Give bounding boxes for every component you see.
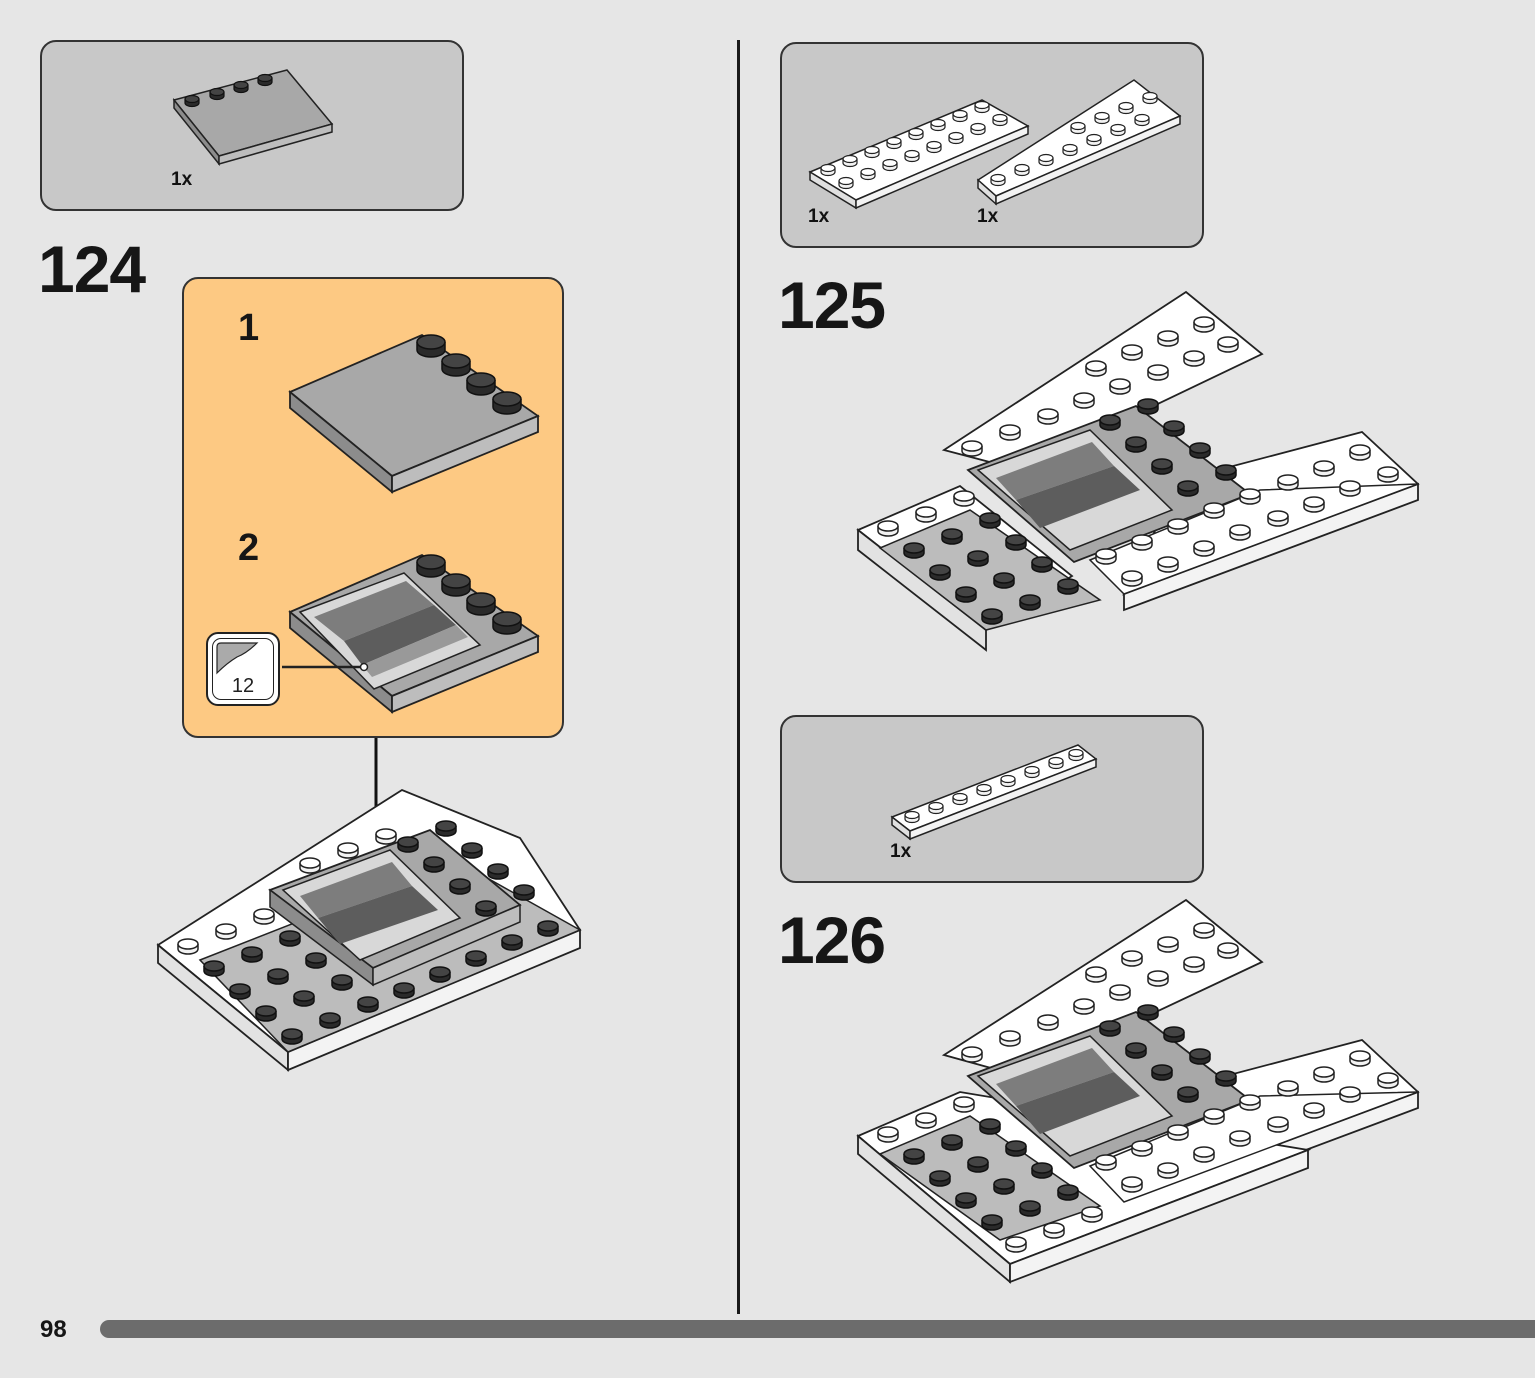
wedge-plate-white-icon [976, 79, 1182, 206]
substep-number-1: 1 [238, 307, 260, 349]
parts-box-step-124 [40, 40, 464, 211]
tile-4x4-icon [288, 333, 540, 494]
sticker-frame: 12 [212, 638, 274, 700]
progress-bar [100, 1320, 1535, 1338]
sticker-number: 12 [231, 675, 255, 697]
step-number-124: 124 [38, 232, 146, 306]
part-quantity: 1x [808, 206, 830, 227]
substep-number-2: 2 [238, 527, 260, 569]
sticker-reference: 12 [206, 632, 280, 706]
part-quantity: 1x [171, 169, 193, 190]
tile-4x4-with-studs-icon [172, 69, 334, 167]
step-number-126: 126 [778, 903, 886, 977]
plate-1x8-white-icon [890, 744, 1098, 841]
tile-4x4-with-sticker-icon [282, 553, 540, 714]
parts-box-step-126 [780, 715, 1204, 883]
page-number: 98 [40, 1316, 67, 1343]
column-divider [737, 40, 740, 1314]
part-quantity: 1x [890, 841, 912, 862]
sticker-peel-icon [216, 642, 259, 675]
part-quantity: 1x [977, 206, 999, 227]
plate-2x8-white-icon [808, 99, 1030, 210]
parts-box-step-125 [780, 42, 1204, 248]
step-number-125: 125 [778, 268, 886, 342]
